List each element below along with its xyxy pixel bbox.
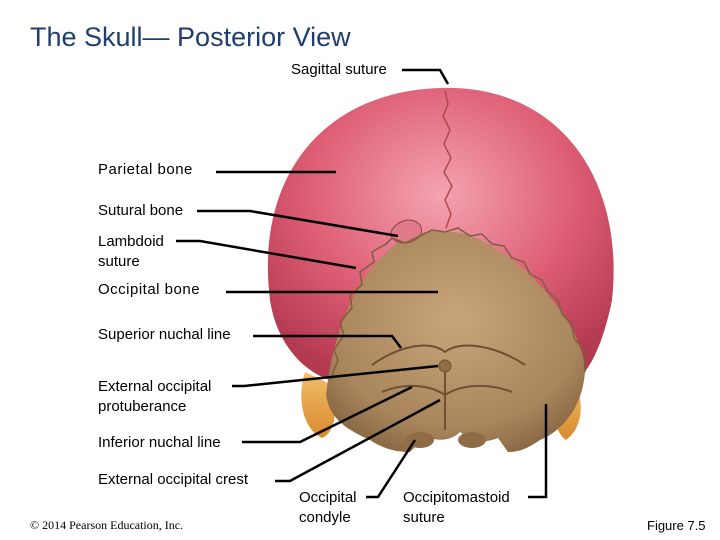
leader-external-occipital-crest bbox=[275, 398, 441, 483]
leader-external-occipital-protuberance bbox=[232, 364, 439, 388]
label-occipital-condyle: Occipital condyle bbox=[299, 489, 357, 526]
external-occipital-protuberance bbox=[438, 359, 452, 373]
label-parietal-bone: Parietal bone bbox=[98, 161, 193, 178]
left-temporal-region bbox=[301, 372, 336, 438]
label-external-occipital-protuberance: External occipital protuberance bbox=[98, 378, 212, 415]
leader-sagittal-suture bbox=[402, 68, 450, 85]
label-inferior-nuchal-line: Inferior nuchal line bbox=[98, 434, 221, 451]
label-sagittal-suture: Sagittal suture bbox=[291, 61, 387, 78]
label-occipital-bone: Occipital bone bbox=[98, 281, 201, 298]
label-external-occipital-crest: External occipital crest bbox=[98, 471, 249, 488]
label-sutural-bone: Sutural bone bbox=[98, 202, 184, 219]
leader-sutural-bone bbox=[197, 209, 399, 238]
label-lambdoid-suture: Lambdoid suture bbox=[98, 233, 164, 270]
page-title: The Skull— Posterior View bbox=[30, 22, 351, 52]
leader-occipitomastoid-suture bbox=[528, 404, 548, 499]
right-occipital-condyle bbox=[458, 432, 486, 448]
label-superior-nuchal-line: Superior nuchal line bbox=[98, 326, 231, 343]
figure-label: Figure 7.5 bbox=[647, 518, 706, 533]
leader-inferior-nuchal-line bbox=[242, 385, 413, 444]
leader-superior-nuchal-line bbox=[253, 334, 402, 349]
leader-occipital-condyle bbox=[366, 439, 417, 499]
sagittal-suture bbox=[442, 89, 453, 229]
superior-nuchal-line bbox=[371, 344, 526, 366]
lambdoid-suture bbox=[329, 227, 586, 381]
leader-lambdoid-suture bbox=[176, 239, 357, 270]
copyright-notice: © 2014 Pearson Education, Inc. bbox=[30, 518, 184, 532]
label-occipitomastoid-suture: Occipitomastoid suture bbox=[403, 489, 510, 526]
